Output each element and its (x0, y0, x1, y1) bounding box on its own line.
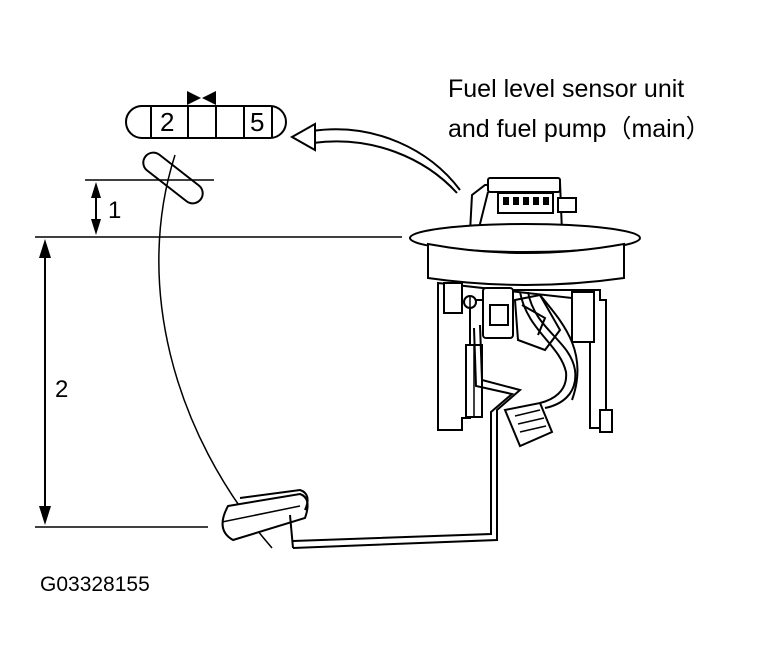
float-upper-position (142, 151, 204, 205)
figure-code: G03328155 (40, 573, 150, 596)
connector-pin-5: 5 (250, 107, 264, 137)
float-swing-arc (158, 154, 273, 549)
callout-arrow (289, 122, 461, 194)
dimension-arrow-1 (91, 182, 101, 235)
fuel-pump-unit (292, 177, 641, 549)
connector-pin-2: 2 (160, 107, 174, 137)
title-line-1: Fuel level sensor unit (448, 75, 684, 103)
title-line-2: and fuel pump（main） (448, 115, 711, 143)
float-lower-position (221, 488, 309, 549)
connector-pins-unit (503, 197, 549, 205)
dimension-arrow-2 (39, 239, 51, 525)
bowtie-lock-icon (187, 91, 216, 105)
connector-diagram: 2 5 (125, 91, 287, 139)
dimension-label-2: 2 (55, 376, 68, 403)
dimension-label-1: 1 (108, 197, 121, 224)
